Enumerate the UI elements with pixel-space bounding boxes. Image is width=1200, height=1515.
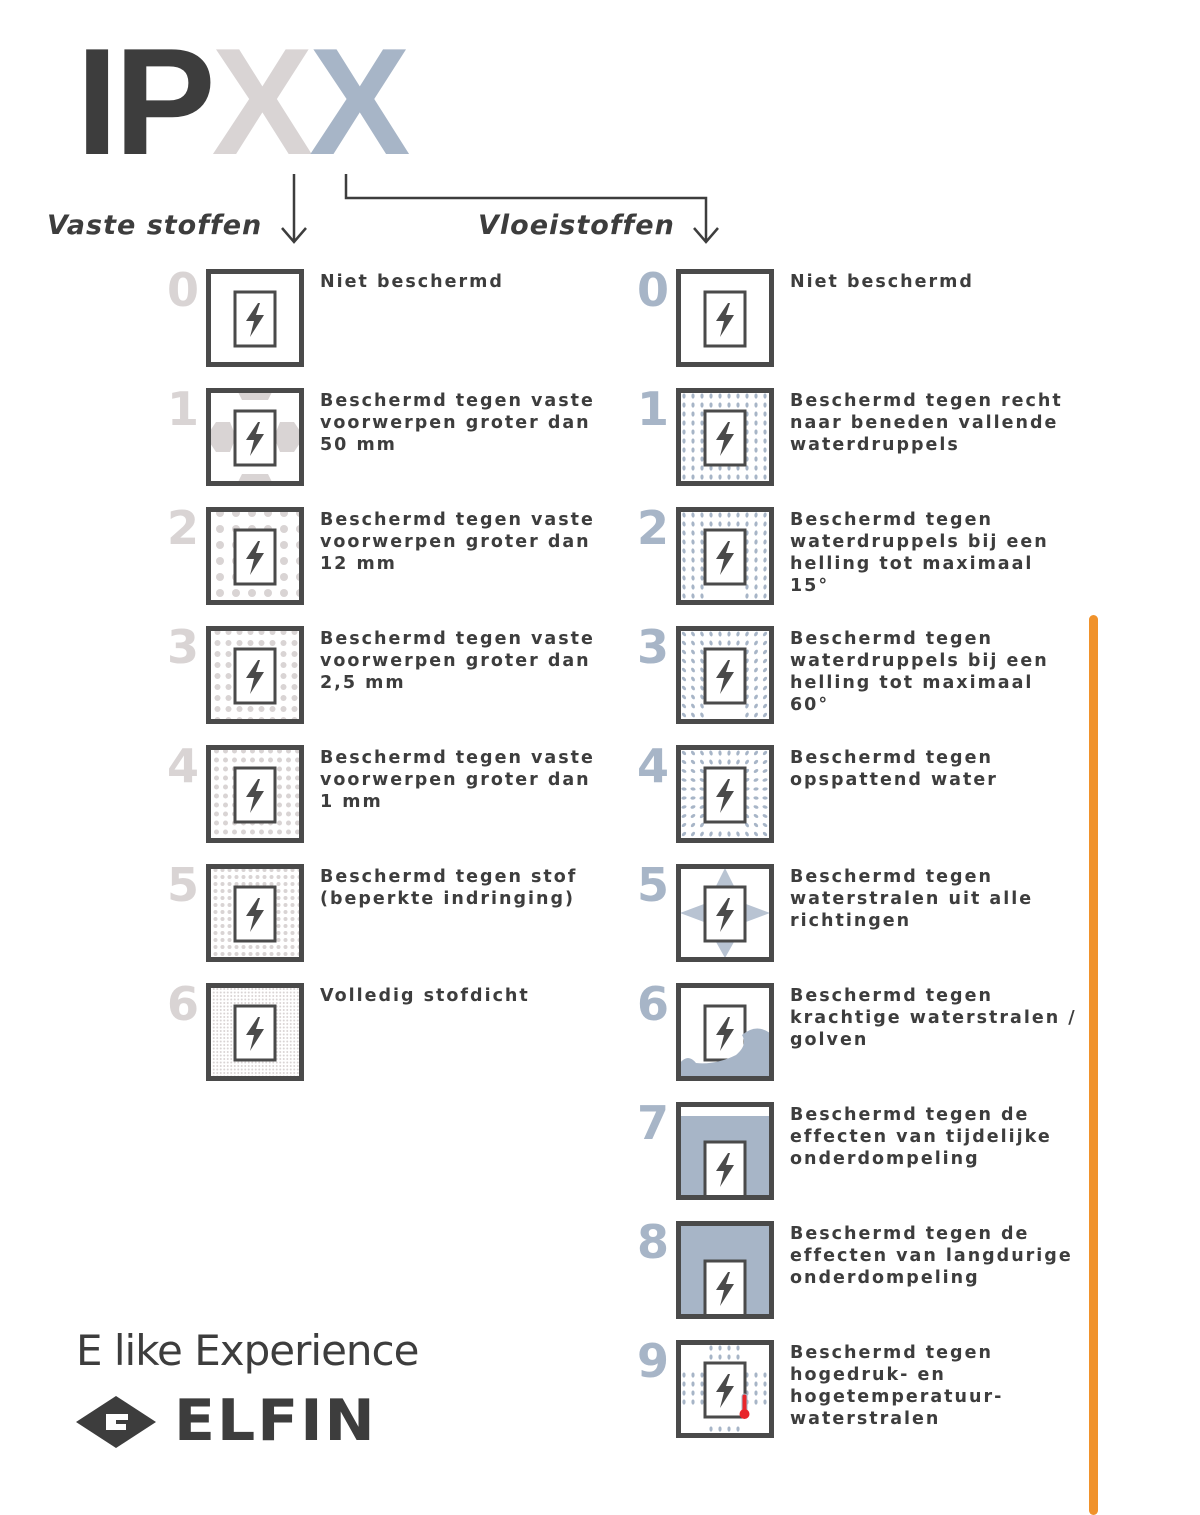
title-letter-i: I [76, 17, 118, 187]
level-number: 1 [636, 382, 669, 436]
continuous-immersion-icon [676, 1221, 774, 1319]
level-description: Beschermd tegen vaste voorwerpen groter … [320, 510, 595, 574]
level-description: Beschermd tegen krachtige waterstralen /… [790, 986, 1077, 1050]
level-number: 8 [636, 1215, 669, 1269]
solids-level-2: 2 Beschermd tegen vaste voorwerpen grote… [163, 501, 623, 605]
solids-arrow-icon [281, 174, 307, 244]
solids-level-5: 5 Beschermd tegen stof (beperkte indring… [163, 858, 623, 962]
waves-icon [676, 983, 774, 1081]
high-pressure-hot-jets-icon [676, 1340, 774, 1438]
solids-level-1: 1 Beschermd tegen vaste voorwerpen grote… [163, 382, 623, 486]
level-description: Beschermd tegen opspattend water [790, 748, 998, 790]
unprotected-icon [206, 269, 304, 367]
level-number: 0 [636, 263, 669, 317]
ipxx-title: IPXX [76, 17, 410, 187]
title-letter-x-solids: X [211, 17, 313, 187]
drops-15deg-icon [676, 507, 774, 605]
accent-bar [1089, 615, 1098, 1515]
liquids-level-9: 9 Beschermd tegen hogedruk- en hogetempe… [633, 1334, 1093, 1438]
liquids-level-4: 4 Beschermd tegen opspattend water [633, 739, 1093, 843]
level-number: 1 [166, 382, 199, 436]
level-description: Beschermd tegen vaste voorwerpen groter … [320, 629, 595, 693]
title-letter-p: P [114, 17, 215, 187]
level-description: Beschermd tegen de effecten van tijdelij… [790, 1105, 1052, 1169]
dust-protected-icon [206, 864, 304, 962]
level-description: Volledig stofdicht [320, 986, 530, 1006]
solids-level-4: 4 Beschermd tegen vaste voorwerpen grote… [163, 739, 623, 843]
liquids-level-2: 2 Beschermd tegen waterdruppels bij een … [633, 501, 1093, 605]
level-number: 7 [636, 1096, 669, 1150]
liquids-level-8: 8 Beschermd tegen de effecten van langdu… [633, 1215, 1093, 1319]
splashing-water-icon [676, 745, 774, 843]
objects-12mm-icon [206, 507, 304, 605]
level-description: Beschermd tegen de effecten van langduri… [790, 1224, 1073, 1288]
level-description: Beschermd tegen waterdruppels bij een he… [790, 510, 1049, 596]
liquids-header: Vloeistoffen [478, 210, 675, 241]
level-number: 3 [166, 620, 199, 674]
vertical-drops-icon [676, 388, 774, 486]
level-number: 0 [166, 263, 199, 317]
elfin-logo-icon [76, 1396, 156, 1448]
level-number: 4 [166, 739, 199, 793]
level-number: 2 [166, 501, 199, 555]
liquids-level-0: 0 Niet beschermd [633, 263, 1093, 367]
temporary-immersion-icon [676, 1102, 774, 1200]
solids-header: Vaste stoffen [47, 210, 263, 241]
level-number: 5 [636, 858, 669, 912]
unprotected-icon [676, 269, 774, 367]
level-description: Beschermd tegen waterdruppels bij een he… [790, 629, 1049, 715]
drops-60deg-icon [676, 626, 774, 724]
solids-level-3: 3 Beschermd tegen vaste voorwerpen grote… [163, 620, 623, 724]
level-number: 6 [636, 977, 669, 1031]
level-description: Beschermd tegen hogedruk- en hogetempera… [790, 1343, 1004, 1429]
connector-arrows [281, 174, 719, 244]
level-description: Beschermd tegen recht naar beneden valle… [790, 391, 1063, 455]
dust-tight-icon [206, 983, 304, 1081]
water-jets-icon [676, 864, 774, 962]
solids-level-0: 0 Niet beschermd [163, 263, 623, 367]
level-number: 9 [636, 1334, 669, 1388]
liquids-level-7: 7 Beschermd tegen de effecten van tijdel… [633, 1096, 1093, 1200]
liquids-level-3: 3 Beschermd tegen waterdruppels bij een … [633, 620, 1093, 724]
level-number: 2 [636, 501, 669, 555]
level-number: 5 [166, 858, 199, 912]
liquids-level-6: 6 Beschermd tegen krachtige waterstralen… [633, 977, 1093, 1081]
level-number: 3 [636, 620, 669, 674]
brand-name: ELFIN [174, 1387, 377, 1455]
level-description: Beschermd tegen stof (beperkte indringin… [320, 867, 578, 909]
level-description: Niet beschermd [320, 272, 504, 292]
objects-1mm-icon [206, 745, 304, 843]
objects-2-5mm-icon [206, 626, 304, 724]
level-number: 4 [636, 739, 669, 793]
liquids-level-1: 1 Beschermd tegen recht naar beneden val… [633, 382, 1093, 486]
level-number: 6 [166, 977, 199, 1031]
level-description: Beschermd tegen vaste voorwerpen groter … [320, 391, 595, 455]
solids-level-6: 6 Volledig stofdicht [163, 977, 623, 1081]
level-description: Beschermd tegen waterstralen uit alle ri… [790, 867, 1034, 931]
level-description: Beschermd tegen vaste voorwerpen groter … [320, 748, 595, 812]
level-description: Niet beschermd [790, 272, 974, 292]
liquids-level-5: 5 Beschermd tegen waterstralen uit alle … [633, 858, 1093, 962]
title-letter-x-liquids: X [309, 17, 410, 187]
tagline: E like Experience [76, 1326, 419, 1375]
liquids-arrow-icon [344, 174, 719, 244]
objects-50mm-icon [206, 388, 304, 486]
